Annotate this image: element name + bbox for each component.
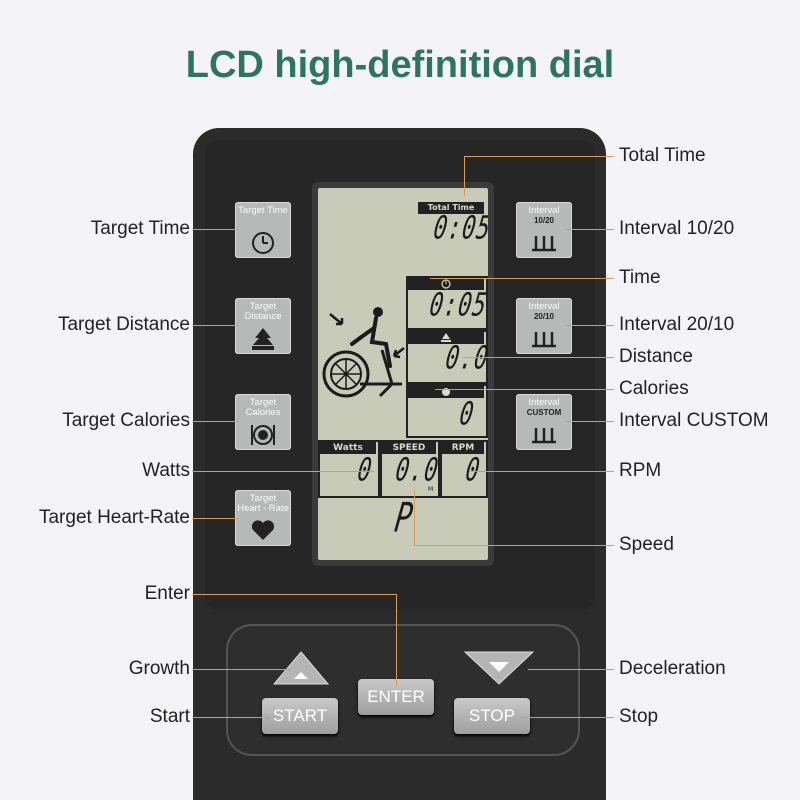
interval-20-10-key[interactable]: Interval 20/10 bbox=[516, 298, 572, 354]
tree-icon bbox=[252, 328, 274, 350]
cyclist-icon bbox=[322, 307, 405, 398]
leader-line bbox=[192, 471, 374, 472]
heart-icon bbox=[251, 520, 275, 540]
callout-rpm: RPM bbox=[619, 460, 662, 481]
key-label: Interval bbox=[528, 205, 560, 216]
arrow-up-icon[interactable] bbox=[272, 650, 330, 686]
key-label: Interval bbox=[528, 301, 560, 312]
calories-box bbox=[406, 384, 488, 438]
clock-icon bbox=[252, 232, 274, 254]
callout-start: Start bbox=[149, 706, 190, 727]
leader-line bbox=[464, 156, 614, 157]
leader-line bbox=[192, 325, 238, 326]
leader-line bbox=[566, 325, 614, 326]
speed-value: 0.0 bbox=[393, 453, 442, 490]
distance-value: 0.0 bbox=[443, 341, 488, 378]
time-box bbox=[406, 276, 488, 330]
leader-line bbox=[528, 669, 614, 670]
callout-time: Time bbox=[619, 267, 661, 288]
watts-box bbox=[318, 440, 380, 498]
leader-line bbox=[464, 156, 465, 196]
leader-line bbox=[566, 229, 614, 230]
callout-stop: Stop bbox=[619, 706, 659, 727]
leader-line bbox=[192, 594, 397, 595]
leader-line bbox=[414, 490, 415, 545]
speed-label: SPEED bbox=[382, 442, 436, 454]
key-label: Target Distance bbox=[244, 301, 282, 322]
leader-line bbox=[566, 421, 614, 422]
key-label: Target Time bbox=[238, 205, 288, 216]
callout-target-distance: Target Distance bbox=[57, 314, 190, 335]
callout-interval-custom: Interval CUSTOM bbox=[619, 410, 769, 431]
arrow-down-icon[interactable] bbox=[463, 650, 535, 686]
callout-distance: Distance bbox=[619, 346, 693, 367]
time-header bbox=[408, 278, 484, 290]
time-value: 0:05 bbox=[427, 288, 488, 325]
callout-growth: Growth bbox=[128, 658, 190, 679]
interval-custom-key[interactable]: Interval CUSTOM bbox=[516, 394, 572, 450]
distance-header bbox=[408, 332, 484, 344]
leader-line bbox=[430, 278, 614, 279]
leader-line bbox=[520, 717, 614, 718]
leader-line bbox=[192, 669, 290, 670]
stop-button[interactable]: STOP bbox=[454, 698, 530, 734]
callout-speed: Speed bbox=[619, 534, 674, 555]
clock-icon bbox=[441, 279, 451, 289]
tree-icon bbox=[441, 333, 451, 342]
leader-line bbox=[192, 717, 270, 718]
callout-interval-20-10: Interval 20/10 bbox=[619, 314, 735, 335]
callout-target-heart-rate: Target Heart-Rate bbox=[38, 507, 190, 528]
rpm-label: RPM bbox=[442, 442, 484, 454]
interval-bars-icon bbox=[532, 332, 556, 348]
callout-calories: Calories bbox=[619, 378, 689, 399]
interval-10-20-key[interactable]: Interval 10/20 bbox=[516, 202, 572, 258]
leader-line bbox=[192, 421, 238, 422]
key-label: Interval bbox=[528, 397, 560, 408]
key-sublabel: 10/20 bbox=[533, 216, 555, 225]
leader-line bbox=[462, 357, 614, 358]
target-heart-rate-key[interactable]: Target Heart - Rate bbox=[235, 490, 291, 546]
callout-interval-10-20: Interval 10/20 bbox=[619, 218, 735, 239]
target-calories-key[interactable]: Target Calories bbox=[235, 394, 291, 450]
rpm-box bbox=[440, 440, 488, 498]
interval-bars-icon bbox=[532, 236, 556, 252]
target-time-key[interactable]: Target Time bbox=[235, 202, 291, 258]
plate-icon bbox=[251, 425, 275, 445]
callout-target-time: Target Time bbox=[90, 218, 190, 239]
key-label: Target Heart - Rate bbox=[237, 493, 289, 514]
lcd-screen: Total Time 0:05 0:05 0.0 0 Watts 0 bbox=[318, 188, 488, 560]
target-distance-key[interactable]: Target Distance bbox=[235, 298, 291, 354]
interval-bars-icon bbox=[532, 428, 556, 444]
leader-line bbox=[192, 518, 238, 519]
speed-unit: M bbox=[428, 486, 434, 493]
plate-icon bbox=[442, 388, 450, 396]
key-sublabel: CUSTOM bbox=[526, 408, 562, 417]
callout-total-time: Total Time bbox=[619, 145, 706, 166]
leader-line bbox=[414, 545, 614, 546]
callout-watts: Watts bbox=[142, 460, 190, 481]
callout-deceleration: Deceleration bbox=[619, 658, 726, 679]
key-label: Target Calories bbox=[245, 397, 281, 418]
watts-label: Watts bbox=[320, 442, 376, 454]
leader-line bbox=[470, 471, 614, 472]
speed-box bbox=[380, 440, 440, 498]
callout-target-calories: Target Calories bbox=[62, 410, 190, 431]
leader-line bbox=[435, 389, 614, 390]
program-value: P bbox=[391, 493, 417, 542]
leader-line bbox=[192, 229, 238, 230]
leader-line bbox=[396, 594, 397, 686]
total-time-label: Total Time bbox=[418, 202, 484, 214]
page-title: LCD high-definition dial bbox=[185, 44, 615, 86]
key-sublabel: 20/10 bbox=[533, 312, 555, 321]
callout-enter: Enter bbox=[144, 583, 190, 604]
total-time-value: 0:05 bbox=[431, 211, 488, 248]
start-button[interactable]: START bbox=[262, 698, 338, 734]
